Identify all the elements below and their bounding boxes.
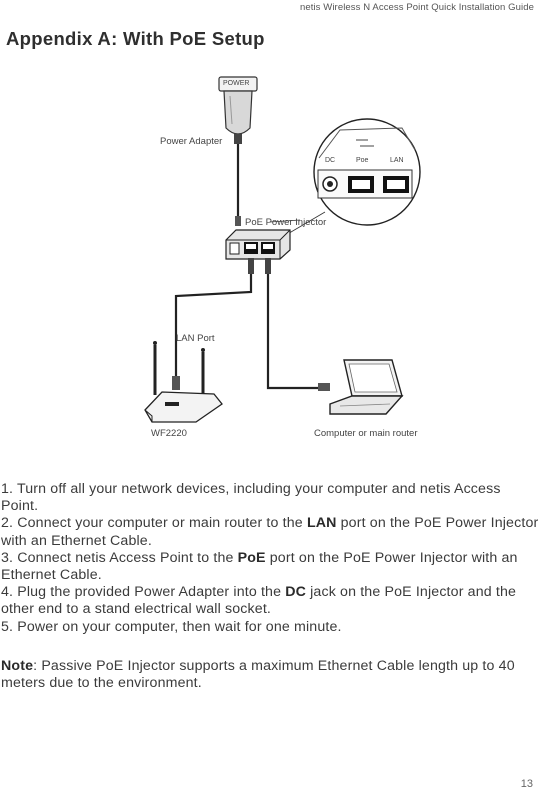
computer-icon bbox=[329, 359, 404, 415]
note-text: : Passive PoE Injector supports a maximu… bbox=[1, 658, 515, 692]
step-5: 5. Power on your computer, then wait for… bbox=[1, 618, 342, 635]
step-2: 2. Connect your computer or main router … bbox=[1, 515, 539, 549]
note-label: Note bbox=[1, 658, 34, 674]
lan-cable bbox=[266, 274, 322, 390]
setup-diagram: POWER Power Adapter DC Poe LAN PoE Power… bbox=[144, 76, 421, 439]
injector-label: PoE Power Injector bbox=[245, 217, 327, 228]
port-label-poe: Poe bbox=[356, 157, 369, 164]
guide-header: netis Wireless N Access Point Quick Inst… bbox=[299, 2, 534, 13]
port-label-dc: DC bbox=[325, 157, 336, 164]
diagram-drawing bbox=[144, 76, 421, 423]
adapter-brand-label: POWER bbox=[223, 80, 250, 87]
note: Note: Passive PoE Injector supports a ma… bbox=[1, 658, 539, 692]
lan-port-label: LAN Port bbox=[176, 333, 215, 344]
port-zoom-circle bbox=[313, 118, 421, 226]
computer-label: Computer or main router bbox=[314, 428, 418, 439]
step-4: 4. Plug the provided Power Adapter into … bbox=[1, 584, 517, 618]
power-adapter-icon bbox=[218, 76, 258, 144]
step-1: 1. Turn off all your network devices, in… bbox=[1, 481, 501, 515]
power-adapter-label: Power Adapter bbox=[160, 136, 223, 147]
port-label-lan: LAN bbox=[390, 157, 404, 164]
page-number: 13 bbox=[520, 778, 533, 790]
setup-steps: 1. Turn off all your network devices, in… bbox=[1, 481, 539, 636]
page-title: Appendix A: With PoE Setup bbox=[6, 28, 265, 49]
access-point-icon bbox=[144, 341, 223, 423]
poe-cable bbox=[174, 274, 253, 378]
step-3: 3. Connect netis Access Point to the PoE… bbox=[1, 549, 518, 584]
poe-injector-icon bbox=[225, 229, 291, 260]
access-point-label: WF2220 bbox=[151, 428, 187, 439]
